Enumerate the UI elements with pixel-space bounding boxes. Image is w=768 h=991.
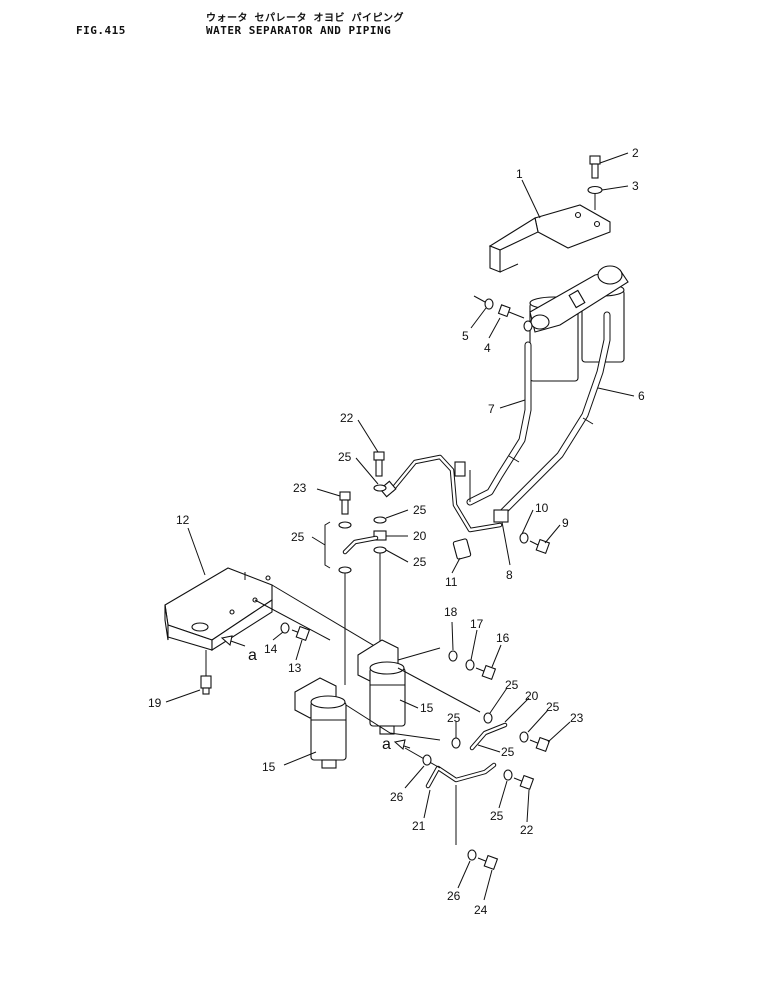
callout-25-e: 25 [505,678,519,692]
callout-23-lower: 23 [570,711,584,725]
callout-24: 24 [474,903,488,917]
callout-20-upper: 20 [413,529,427,543]
callout-13: 13 [288,661,302,675]
ref-arrow-a-upper [220,635,233,647]
callout-19: 19 [148,696,162,710]
sleeve-11 [452,538,472,560]
callout-12: 12 [176,513,190,527]
washer-26-a [422,754,432,766]
callout-23-upper: 23 [293,481,307,495]
bolt-23-upper [339,491,351,515]
lower-bracket [164,567,273,651]
ref-letter-a-upper: a [248,647,257,664]
callout-3: 3 [632,179,639,193]
callout-leaders [165,152,635,901]
figure-title: WATER SEPARATOR AND PIPING [206,24,392,37]
callout-9: 9 [562,516,569,530]
callout-17: 17 [470,617,484,631]
bolt-2 [589,155,601,179]
callout-22-upper: 22 [340,411,354,425]
washer-25-f [483,712,493,724]
callout-20-lower: 20 [525,689,539,703]
bolt-23-lower [529,736,551,753]
callout-25-g: 25 [447,711,461,725]
callout-26-b: 26 [447,889,461,903]
washer-3 [587,185,603,195]
upper-filter-assembly [523,265,629,382]
washer-26-b [467,849,477,861]
callout-15-right: 15 [420,701,434,715]
washer-18 [448,650,458,662]
callout-6: 6 [638,389,645,403]
callout-18: 18 [444,605,458,619]
washer-25-h [519,731,529,743]
washer-10 [519,532,529,544]
ref-arrow-a-lower [393,739,406,751]
bolt-22-lower [513,774,535,791]
washer-25-g [451,737,461,749]
bolt-13 [291,625,311,642]
callout-25-i: 25 [490,809,504,823]
bolt-16 [475,664,497,681]
figure-header: FIG.415 ウォータ セパレータ オヨビ パイピング WATER SEPAR… [0,0,768,50]
callout-8: 8 [506,568,513,582]
callout-14: 14 [264,642,278,656]
washer-17 [465,659,475,671]
callout-22-lower: 22 [520,823,534,837]
washer-25-d [338,521,352,529]
callout-25-c: 25 [291,530,305,544]
washer-25-b [373,516,387,524]
washer-25-e [338,566,352,574]
callout-10: 10 [535,501,549,515]
plug-19 [200,675,212,695]
bolt-24 [477,854,499,871]
callout-25-d: 25 [413,555,427,569]
bolt-4 [497,304,525,319]
callout-15-left: 15 [262,760,276,774]
water-separator-15-left [294,677,347,769]
bolt-9 [529,538,551,555]
callout-25-a: 25 [338,450,352,464]
callout-5: 5 [462,329,469,343]
washer-25-a [373,484,387,492]
upper-bracket [488,204,611,273]
fitting-8 [493,509,509,523]
figure-title-katakana: ウォータ セパレータ オヨビ パイピング [206,13,405,24]
callout-25-b: 25 [413,503,427,517]
water-separator-15-right [357,639,406,735]
bolt-22-upper [373,451,385,477]
ref-letter-a-lower: a [382,736,391,753]
figure-number: FIG.415 [76,24,126,37]
washer-25-c [373,546,387,554]
callout-1: 1 [516,167,523,181]
washer-25-i [503,769,513,781]
callout-26-a: 26 [390,790,404,804]
washer-5 [484,298,494,310]
callout-7: 7 [488,402,495,416]
washer-14 [280,622,290,634]
callout-2: 2 [632,146,639,160]
callout-numbers: 1 2 3 4 5 6 7 22 25 23 25 20 25 25 10 9 … [148,146,645,917]
callout-4: 4 [484,341,491,355]
callout-11: 11 [445,575,458,589]
callout-16: 16 [496,631,510,645]
callout-25-h: 25 [501,745,515,759]
callout-25-f: 25 [546,700,560,714]
callout-21: 21 [412,819,426,833]
